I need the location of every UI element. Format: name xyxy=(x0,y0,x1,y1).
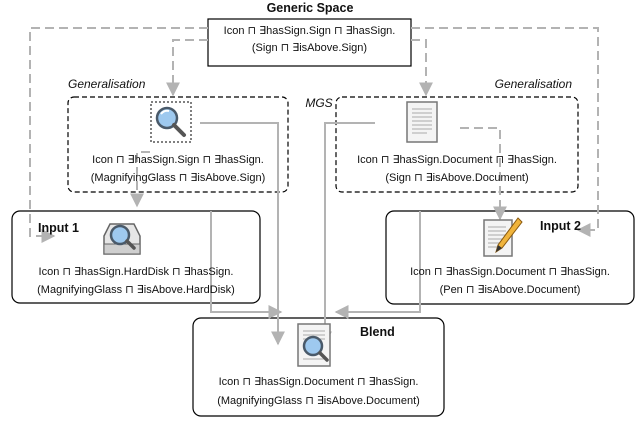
generic-space-title: Generic Space xyxy=(266,1,354,15)
document-pen-icon xyxy=(478,214,524,260)
document-magnifier-icon xyxy=(294,322,338,370)
generic-space-line2: (Sign ⊓ ∃isAbove.Sign) xyxy=(251,42,368,54)
generalisation-right-label: Generalisation xyxy=(494,77,572,91)
generalisation-right-box xyxy=(335,96,579,193)
generalisation-left-label: Generalisation xyxy=(68,77,146,91)
arrow-gen-right-to-input2 xyxy=(460,127,507,221)
input2-box xyxy=(385,210,635,305)
arrow-input1-to-blend xyxy=(210,211,283,319)
input2-line1: Icon ⊓ ∃hasSign.Document ⊓ ∃hasSign. xyxy=(410,266,610,278)
mgs-label: MGS xyxy=(305,96,333,110)
document-icon xyxy=(403,100,441,146)
arrow-generic-to-gen-left xyxy=(166,39,208,97)
arrow-gen-left-to-input1 xyxy=(130,151,150,208)
arrow-generic-to-gen-right xyxy=(411,39,433,97)
arrow-input2-side-to-blend xyxy=(334,211,421,319)
gen-left-line2: (MagnifyingGlass ⊓ ∃isAbove.Sign) xyxy=(90,172,266,184)
input1-line2: (MagnifyingGlass ⊓ ∃isAbove.HardDisk) xyxy=(37,284,235,296)
blend-line1: Icon ⊓ ∃hasSign.Document ⊓ ∃hasSign. xyxy=(218,376,419,388)
blend-box xyxy=(192,317,445,417)
input2-title: Input 2 xyxy=(540,219,581,233)
gen-right-line1: Icon ⊓ ∃hasSign.Document ⊓ ∃hasSign. xyxy=(357,154,557,166)
input1-box xyxy=(11,210,261,304)
generalisation-left-box xyxy=(67,96,289,193)
input1-title: Input 1 xyxy=(38,221,79,235)
blend-title: Blend xyxy=(360,325,395,339)
magnifying-glass-icon xyxy=(150,101,192,143)
arrow-input2-to-blend xyxy=(318,122,375,346)
input1-line1: Icon ⊓ ∃hasSign.HardDisk ⊓ ∃hasSign. xyxy=(38,266,234,278)
gen-left-line1: Icon ⊓ ∃hasSign.Sign ⊓ ∃hasSign. xyxy=(92,154,264,166)
blend-line2: (MagnifyingGlass ⊓ ∃isAbove.Document) xyxy=(217,395,420,407)
arrow-generic-to-input1 xyxy=(29,27,208,243)
arrow-generic-to-input2 xyxy=(411,27,599,237)
gen-right-line2: (Sign ⊓ ∃isAbove.Document) xyxy=(385,172,529,184)
generic-space-box xyxy=(207,18,412,67)
arrow-input1-top-to-blend xyxy=(200,122,285,346)
generic-space-line1: Icon ⊓ ∃hasSign.Sign ⊓ ∃hasSign. xyxy=(223,25,396,37)
hard-disk-magnifier-icon xyxy=(100,218,144,260)
input2-line2: (Pen ⊓ ∃isAbove.Document) xyxy=(439,284,581,296)
